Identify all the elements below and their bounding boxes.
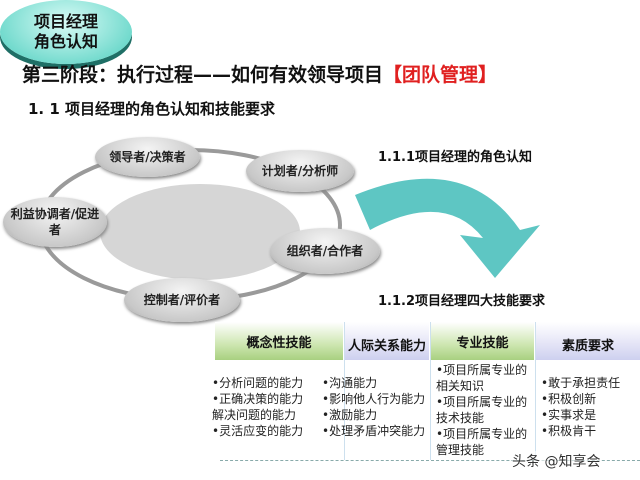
center-line-1: 项目经理: [33, 12, 98, 31]
list-item: •正确决策的能力: [212, 392, 304, 406]
list-item: 管理技能: [436, 443, 485, 457]
role-controller: 控制者/评价者: [124, 278, 240, 322]
list-item: •实事求是: [541, 408, 597, 422]
list-item: •敢于承担责任: [541, 376, 621, 390]
center-node: 项目经理角色认知: [0, 0, 132, 64]
section-role-heading: 1.1.1项目经理的角色认知: [378, 150, 533, 165]
list-item: 解决问题的能力: [212, 408, 297, 422]
column-divider: [344, 322, 345, 460]
section-skills-heading: 1.1.2项目经理四大技能要求: [378, 294, 546, 309]
list-item: •灵活应变的能力: [212, 424, 304, 438]
inner-disk: [100, 184, 300, 280]
list-item: •沟通能力: [322, 376, 378, 390]
list-item: 相关知识: [436, 379, 485, 393]
list-item: •项目所属专业的: [436, 363, 528, 377]
column-conceptual: •分析问题的能力 •正确决策的能力 解决问题的能力 •灵活应变的能力: [212, 375, 303, 439]
curved-arrow-icon: [355, 178, 540, 278]
list-item: •积极创新: [541, 392, 597, 406]
header-quality: 素质要求: [536, 322, 640, 360]
list-item: •激励能力: [322, 408, 378, 422]
column-divider: [535, 322, 536, 460]
list-item: •分析问题的能力: [212, 376, 304, 390]
column-interpersonal: •沟通能力 •影响他人行为能力 •激励能力 •处理矛盾冲突能力: [322, 375, 425, 439]
list-item: •影响他人行为能力: [322, 392, 426, 406]
role-leader: 领导者/决策者: [95, 137, 200, 177]
role-coordinator: 利益协调者/促进者: [3, 197, 107, 247]
center-line-2: 角色认知: [33, 32, 98, 51]
page-title: 第三阶段：执行过程——如何有效领导项目【团队管理】: [22, 60, 497, 87]
header-professional: 专业技能: [431, 322, 534, 360]
role-planner: 计划者/分析师: [246, 150, 354, 192]
role-organizer: 组织者/合作者: [270, 228, 380, 274]
title-main: 第三阶段：执行过程——如何有效领导项目: [22, 64, 384, 86]
header-interpersonal: 人际关系能力: [345, 322, 429, 360]
title-highlight: 【团队管理】: [383, 64, 498, 86]
list-item: 技术技能: [436, 411, 485, 425]
list-item: •项目所属专业的: [436, 395, 528, 409]
header-conceptual: 概念性技能: [215, 322, 343, 360]
bottom-divider: [220, 460, 640, 461]
list-item: •积极肯干: [541, 424, 597, 438]
list-item: •项目所属专业的: [436, 427, 528, 441]
column-divider: [430, 322, 431, 460]
list-item: •处理矛盾冲突能力: [322, 424, 426, 438]
subtitle: 1. 1 项目经理的角色认知和技能要求: [28, 100, 276, 118]
column-quality: •敢于承担责任 •积极创新 •实事求是 •积极肯干: [541, 375, 620, 439]
column-professional: •项目所属专业的 相关知识 •项目所属专业的 技术技能 •项目所属专业的 管理技…: [436, 362, 527, 458]
watermark: 头条 @知享会: [512, 451, 601, 471]
